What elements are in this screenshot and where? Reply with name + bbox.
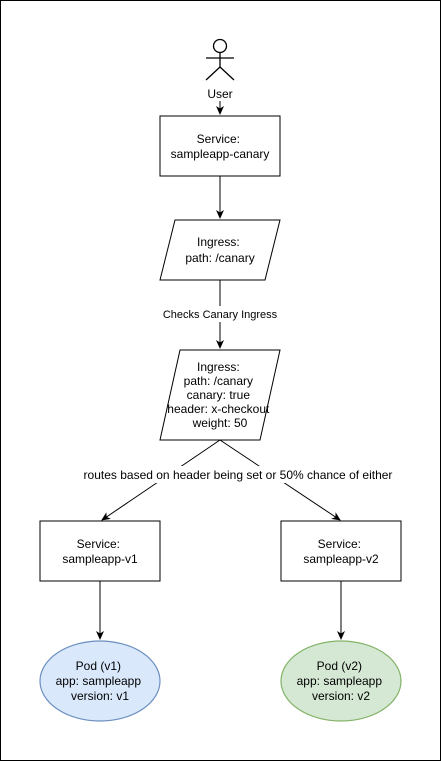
service-v1-box (39, 520, 161, 582)
ingress-canary-shape (159, 349, 281, 441)
ingress-canary-label: Ingress: path: /canary canary: true head… (167, 360, 272, 430)
pod-v2-label: Pod (v2) app: sampleapp version: v2 (297, 659, 386, 703)
pod-v2-ellipse (280, 640, 402, 722)
service-v2-label: Service: sampleapp-v2 (303, 537, 379, 566)
canary-service-box (159, 115, 281, 177)
checks-label-bg (160, 306, 280, 322)
user-label: User (207, 87, 232, 101)
canary-service-label: Service: sampleapp-canary (171, 132, 270, 161)
ingress-primary-shape (159, 219, 281, 281)
service-v2-box (280, 520, 402, 582)
checks-canary-label: Checks Canary Ingress (163, 309, 278, 321)
pod-v1-label: Pod (v1) app: sampleapp version: v1 (56, 659, 145, 703)
user-actor-icon (205, 38, 235, 81)
routes-label-bg (82, 466, 394, 483)
pod-v1-ellipse (39, 640, 161, 722)
routes-label: routes based on header being set or 50% … (84, 468, 393, 482)
service-v1-label: Service: sampleapp-v1 (62, 537, 138, 566)
ingress-primary-label: Ingress: path: /canary (185, 235, 254, 265)
